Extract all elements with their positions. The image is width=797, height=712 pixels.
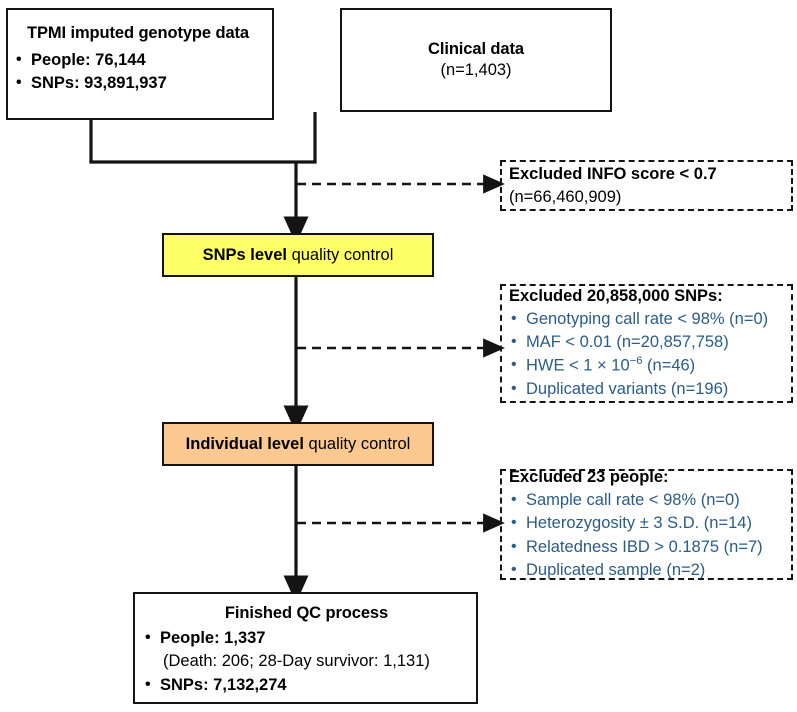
excluded-people-heading: Excluded 23 people: (509, 468, 669, 487)
excluded-people-list: Sample call rate < 98% (n=0) Heterozygos… (509, 489, 785, 583)
excluded-info-subheading: (n=66,460,909) (509, 187, 622, 206)
clinical-subtitle: (n=1,403) (440, 61, 512, 79)
list-item: Duplicated sample (n=2) (509, 559, 785, 582)
individual-qc-label-bold: Individual level (185, 434, 304, 453)
list-item: Genotyping call rate < 98% (n=0) (509, 308, 785, 331)
node-excluded-info-score: Excluded INFO score < 0.7 (n=66,460,909) (500, 160, 793, 211)
excluded-snps-list: Genotyping call rate < 98% (n=0) MAF < 0… (509, 308, 785, 402)
tpmi-title: TPMI imputed genotype data (27, 24, 249, 42)
list-item-note: (Death: 206; 28-Day survivor: 1,131) (163, 652, 430, 671)
node-excluded-people: Excluded 23 people: Sample call rate < 9… (500, 468, 793, 583)
node-individual-level-qc: Individual level quality control (162, 422, 434, 466)
list-item: People: 1,337 (143, 627, 470, 650)
list-item: SNPs: 93,891,937 (14, 72, 262, 95)
individual-qc-label: Individual level quality control (186, 435, 411, 454)
list-item: Sample call rate < 98% (n=0) (509, 489, 785, 512)
list-item: Duplicated variants (n=196) (509, 378, 785, 401)
excluded-info-heading: Excluded INFO score < 0.7 (509, 165, 717, 184)
list-item: Relatedness IBD > 0.1875 (n=7) (509, 536, 785, 559)
list-item: MAF < 0.01 (n=20,857,758) (509, 331, 785, 354)
hwe-exponent: −6 (629, 355, 643, 368)
node-finished-qc: Finished QC process People: 1,337 (Death… (133, 592, 478, 704)
final-title: Finished QC process (224, 604, 389, 622)
list-item: SNPs: 7,132,274 (143, 674, 470, 697)
snps-qc-label-rest: quality control (287, 245, 394, 264)
hwe-prefix: HWE < 1 × 10 (526, 356, 630, 375)
list-item: Heterozygosity ± 3 S.D. (n=14) (509, 512, 785, 535)
snps-qc-label-bold: SNPs level (202, 245, 287, 264)
excluded-snps-heading: Excluded 20,858,000 SNPs: (509, 287, 723, 306)
node-tpmi-input: TPMI imputed genotype data People: 76,14… (6, 8, 274, 120)
list-item-hwe: HWE < 1 × 10−6 (n=46) (509, 354, 785, 378)
node-excluded-snps: Excluded 20,858,000 SNPs: Genotyping cal… (500, 284, 793, 403)
snps-qc-label: SNPs level quality control (203, 246, 394, 265)
individual-qc-label-rest: quality control (303, 434, 411, 453)
node-snps-level-qc: SNPs level quality control (162, 233, 434, 277)
node-clinical-input: Clinical data (n=1,403) (340, 8, 612, 112)
final-item-list: People: 1,337 (Death: 206; 28-Day surviv… (143, 627, 470, 697)
list-item: People: 76,144 (14, 49, 262, 72)
tpmi-item-list: People: 76,144 SNPs: 93,891,937 (14, 49, 262, 96)
merge-connector (89, 112, 317, 164)
clinical-title: Clinical data (428, 40, 524, 58)
hwe-suffix: (n=46) (642, 356, 696, 375)
